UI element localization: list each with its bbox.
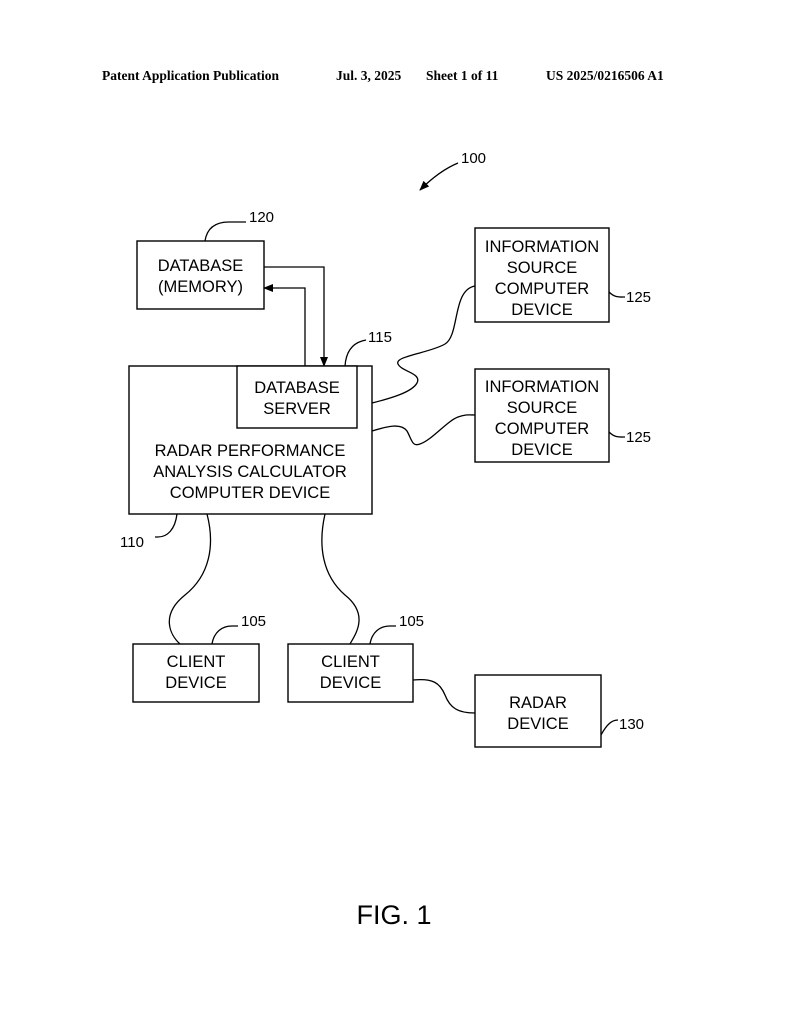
publication-number: US 2025/0216506 A1 bbox=[546, 68, 664, 83]
calculator-ref-number: 110 bbox=[120, 534, 144, 551]
information-source-1-box bbox=[474, 227, 610, 323]
system-reference: 100 bbox=[419, 150, 486, 191]
client-device-1: CLIENT DEVICE 105 bbox=[132, 613, 266, 703]
client-device-2-ref-number: 105 bbox=[399, 613, 424, 630]
system-reference-number: 100 bbox=[461, 150, 486, 167]
database-server: DATABASE SERVER 115 bbox=[236, 329, 392, 429]
connection-calculator-to-info-source-2 bbox=[371, 414, 476, 446]
sheet-number: Sheet 1 of 11 bbox=[426, 68, 499, 83]
calculator-label-line3: COMPUTER DEVICE bbox=[170, 484, 330, 502]
information-source-1-line3: COMPUTER bbox=[495, 280, 590, 298]
client-device-2-leader-line bbox=[369, 625, 396, 645]
information-source-2-line4: DEVICE bbox=[511, 441, 572, 459]
database-to-server-arrow bbox=[264, 266, 328, 367]
radar-device: RADAR DEVICE 130 bbox=[474, 674, 644, 748]
information-source-1-leader-line bbox=[608, 291, 626, 298]
radar-device-line1: RADAR bbox=[509, 694, 567, 712]
client-device-1-ref-number: 105 bbox=[241, 613, 266, 630]
client-device-1-box bbox=[132, 643, 260, 703]
client-device-2-line1: CLIENT bbox=[321, 653, 380, 671]
information-source-device-1: INFORMATION SOURCE COMPUTER DEVICE 125 bbox=[474, 227, 651, 323]
database-label-line2: (MEMORY) bbox=[158, 278, 243, 296]
client-device-1-line1: CLIENT bbox=[167, 653, 226, 671]
database-ref-number: 120 bbox=[249, 209, 274, 226]
server-to-database-arrow bbox=[263, 284, 306, 366]
database-server-label-line2: SERVER bbox=[263, 400, 331, 418]
figure-label: FIG. 1 bbox=[356, 900, 431, 930]
connection-calculator-to-client-2 bbox=[321, 513, 360, 645]
information-source-device-2: INFORMATION SOURCE COMPUTER DEVICE 125 bbox=[474, 368, 651, 463]
connection-calculator-to-info-source-1 bbox=[371, 285, 476, 404]
information-source-2-leader-line bbox=[608, 431, 626, 438]
database-leader-line bbox=[204, 221, 246, 242]
information-source-2-line2: SOURCE bbox=[507, 399, 578, 417]
publication-date: Jul. 3, 2025 bbox=[336, 68, 402, 83]
information-source-1-line1: INFORMATION bbox=[485, 238, 599, 256]
page-header: Patent Application Publication Jul. 3, 2… bbox=[0, 68, 794, 88]
connection-calculator-to-client-1 bbox=[168, 513, 212, 645]
information-source-1-ref-number: 125 bbox=[626, 289, 651, 306]
calculator-leader-line bbox=[155, 513, 178, 538]
database-memory: DATABASE (MEMORY) 120 bbox=[136, 209, 274, 310]
database-server-ref-number: 115 bbox=[368, 329, 392, 346]
database-server-label-line1: DATABASE bbox=[254, 379, 340, 397]
radar-device-box bbox=[474, 674, 602, 748]
client-device-1-leader-line bbox=[211, 625, 238, 645]
radar-device-ref-number: 130 bbox=[619, 716, 644, 733]
information-source-2-line1: INFORMATION bbox=[485, 378, 599, 396]
system-reference-arrow bbox=[419, 162, 459, 191]
client-device-1-line2: DEVICE bbox=[165, 674, 226, 692]
calculator-label-line1: RADAR PERFORMANCE bbox=[155, 442, 346, 460]
information-source-1-line4: DEVICE bbox=[511, 301, 572, 319]
information-source-2-line3: COMPUTER bbox=[495, 420, 590, 438]
connection-client-2-to-radar bbox=[412, 678, 476, 714]
calculator-label-line2: ANALYSIS CALCULATOR bbox=[153, 463, 347, 481]
database-box bbox=[136, 240, 265, 310]
client-device-2-line2: DEVICE bbox=[320, 674, 381, 692]
radar-device-leader-line bbox=[600, 719, 619, 736]
database-server-leader-line bbox=[344, 339, 367, 367]
radar-device-line2: DEVICE bbox=[507, 715, 568, 733]
database-server-box bbox=[236, 365, 358, 429]
database-label-line1: DATABASE bbox=[158, 257, 244, 275]
information-source-2-ref-number: 125 bbox=[626, 429, 651, 446]
publication-type: Patent Application Publication bbox=[102, 68, 280, 83]
information-source-1-line2: SOURCE bbox=[507, 259, 578, 277]
client-device-2: CLIENT DEVICE 105 bbox=[287, 613, 424, 703]
